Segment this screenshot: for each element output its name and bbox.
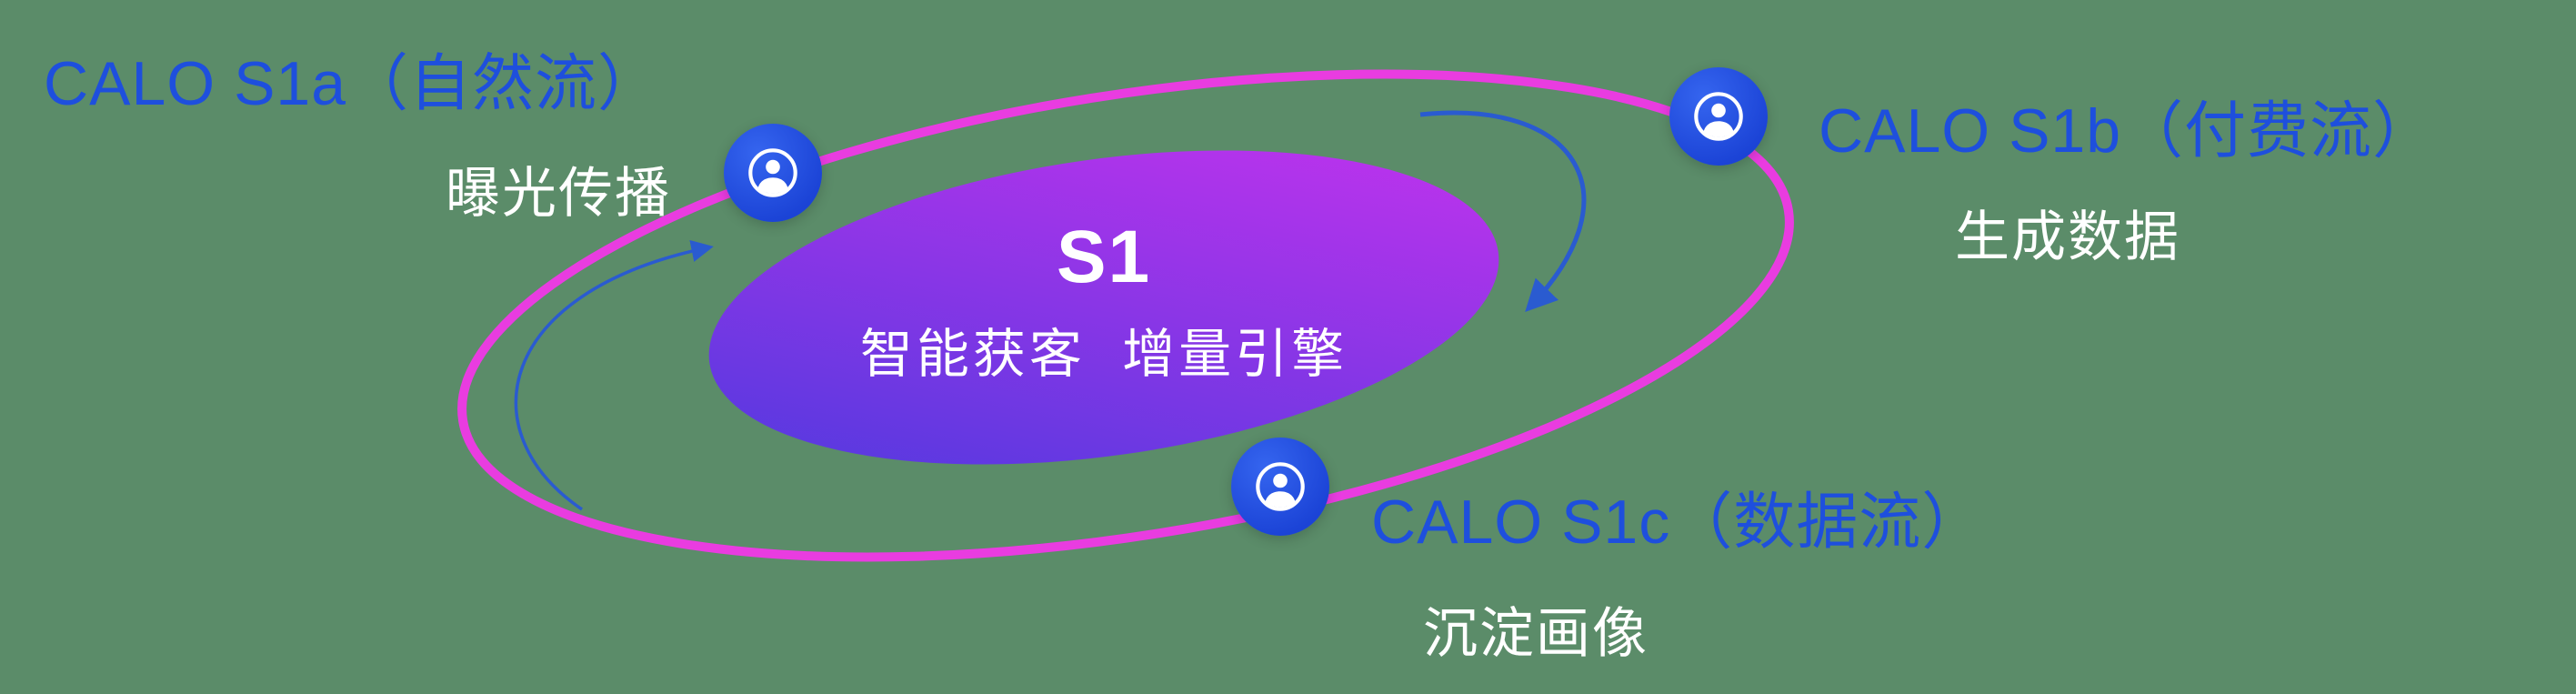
- core-subtitle: 智能获客 增量引擎: [859, 325, 1348, 385]
- sublabel-s1a: 曝光传播: [446, 163, 671, 224]
- user-circle-icon: [1694, 92, 1743, 141]
- core-title: S1: [1056, 216, 1152, 298]
- user-circle-icon: [748, 148, 797, 197]
- label-s1c: CALO S1c（数据流）: [1371, 488, 1985, 557]
- sublabel-s1c: 沉淀画像: [1423, 603, 1649, 664]
- core-text-block: S1 智能获客 增量引擎: [740, 216, 1468, 387]
- sublabel-s1b: 生成数据: [1955, 206, 2180, 267]
- label-s1b: CALO S1b（付费流）: [1819, 96, 2436, 166]
- label-s1a: CALO S1a（自然流）: [44, 49, 661, 118]
- node-s1b: [1669, 67, 1768, 166]
- arrow-top-right: [1419, 110, 1587, 313]
- core-ellipse: [708, 150, 1499, 465]
- orbit-ring: [457, 69, 1794, 562]
- user-circle-icon: [1256, 462, 1305, 511]
- arrow-left: [514, 239, 714, 511]
- node-s1c: [1231, 438, 1329, 536]
- node-s1a: [724, 124, 822, 222]
